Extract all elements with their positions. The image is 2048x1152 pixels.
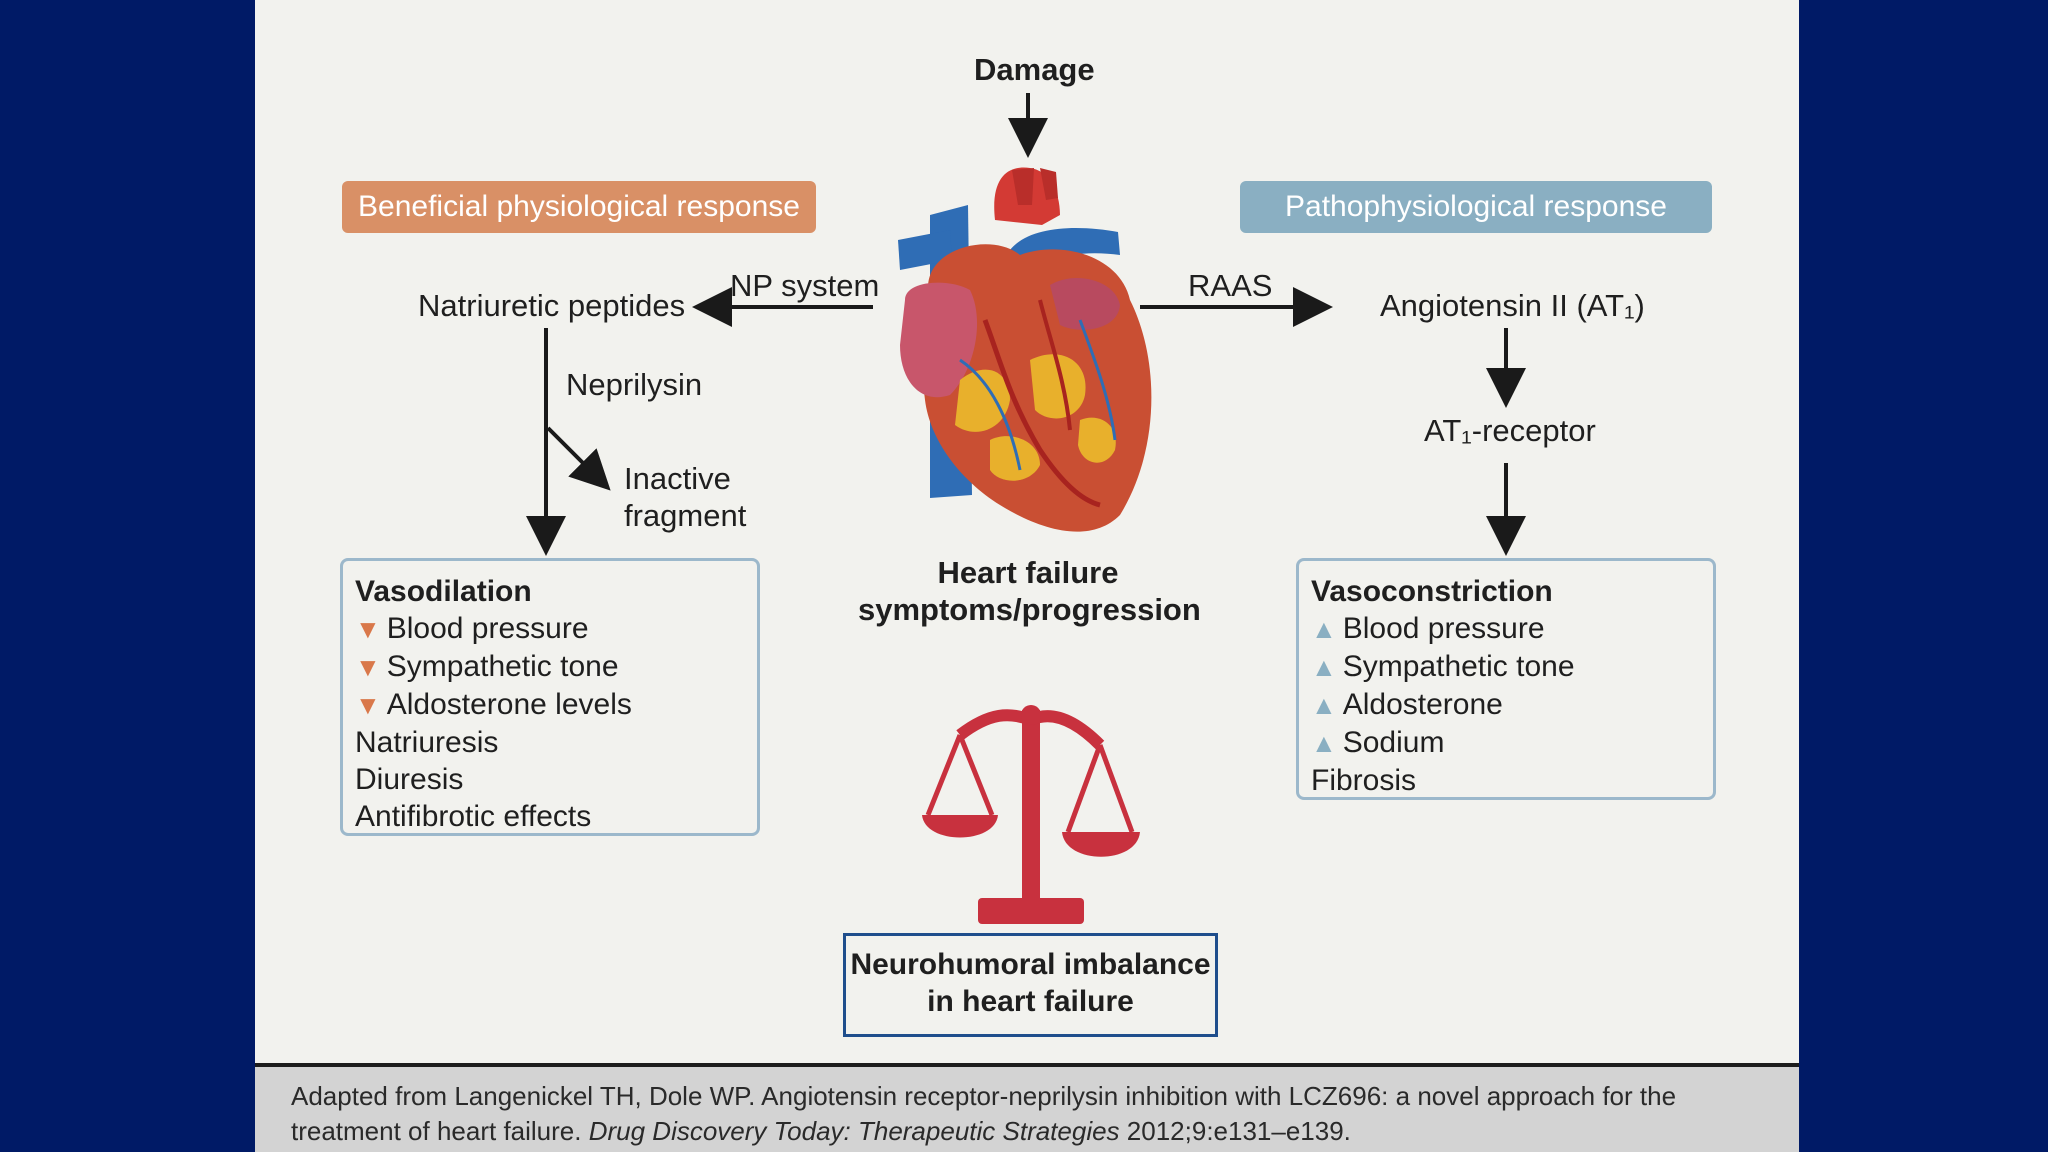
natriuretic-peptides-label: Natriuretic peptides: [418, 288, 686, 323]
citation-main: Adapted from Langenickel TH, Dole WP. An…: [291, 1081, 1677, 1146]
heart-failure-line2: symptoms/progression: [858, 592, 1201, 627]
heart-failure-caption: Heart failure symptoms/progression: [858, 554, 1201, 628]
increase-icon: ▲: [1311, 728, 1337, 758]
list-item: Antifibrotic effects: [355, 800, 592, 833]
list-item: ▲Sodium: [1311, 726, 1445, 759]
decrease-icon: ▼: [355, 690, 381, 720]
raas-label: RAAS: [1188, 268, 1273, 303]
citation-tail: 2012;9:e131–e139.: [1126, 1116, 1351, 1146]
increase-icon: ▲: [1311, 690, 1337, 720]
neprilysin-arrow: [546, 426, 611, 491]
diagram-graphics: [526, 93, 1526, 924]
beneficial-response-pill: Beneficial physiological response: [342, 181, 816, 233]
heart-illustration: [898, 167, 1152, 532]
scale-illustration: [922, 705, 1140, 924]
neurohumoral-imbalance-box: Neurohumoral imbalance in heart failure: [843, 933, 1218, 1037]
vasoconstriction-title: Vasoconstriction: [1311, 575, 1553, 608]
np-system-label: NP system: [730, 268, 880, 303]
imbalance-line1: Neurohumoral imbalance: [850, 948, 1211, 981]
imbalance-line2: in heart failure: [927, 985, 1134, 1018]
neprilysin-label: Neprilysin: [566, 367, 703, 402]
citation-footer: Adapted from Langenickel TH, Dole WP. An…: [255, 1067, 1799, 1152]
angiotensin-label: Angiotensin II (AT₁): [1380, 288, 1645, 323]
list-item: ▲Blood pressure: [1311, 612, 1545, 645]
inactive-fragment-line1: Inactive: [624, 461, 731, 496]
list-item: Diuresis: [355, 763, 464, 796]
list-item: Natriuresis: [355, 726, 499, 759]
list-item: ▲Aldosterone: [1311, 688, 1503, 721]
inactive-fragment-label: Inactive fragment: [624, 460, 746, 534]
list-item: ▼Blood pressure: [355, 612, 589, 645]
increase-icon: ▲: [1311, 652, 1337, 682]
vasodilation-box: Vasodilation ▼Blood pressure ▼Sympatheti…: [340, 558, 760, 836]
inactive-fragment-line2: fragment: [624, 498, 747, 533]
decrease-icon: ▼: [355, 652, 381, 682]
pathophysiological-response-pill: Pathophysiological response: [1240, 181, 1712, 233]
citation-text: Adapted from Langenickel TH, Dole WP. An…: [291, 1079, 1771, 1149]
at1-receptor-label: AT₁-receptor: [1424, 413, 1596, 448]
decrease-icon: ▼: [355, 614, 381, 644]
vasoconstriction-box: Vasoconstriction ▲Blood pressure ▲Sympat…: [1296, 558, 1716, 800]
vasodilation-title: Vasodilation: [355, 575, 532, 608]
increase-icon: ▲: [1311, 614, 1337, 644]
damage-label: Damage: [974, 52, 1095, 87]
heart-failure-line1: Heart failure: [937, 555, 1119, 590]
footer-divider: [255, 1063, 1799, 1067]
citation-journal: Drug Discovery Today: Therapeutic Strate…: [588, 1116, 1120, 1146]
list-item: ▼Sympathetic tone: [355, 650, 619, 683]
list-item: ▼Aldosterone levels: [355, 688, 632, 721]
list-item: ▲Sympathetic tone: [1311, 650, 1575, 683]
list-item: Fibrosis: [1311, 764, 1417, 797]
